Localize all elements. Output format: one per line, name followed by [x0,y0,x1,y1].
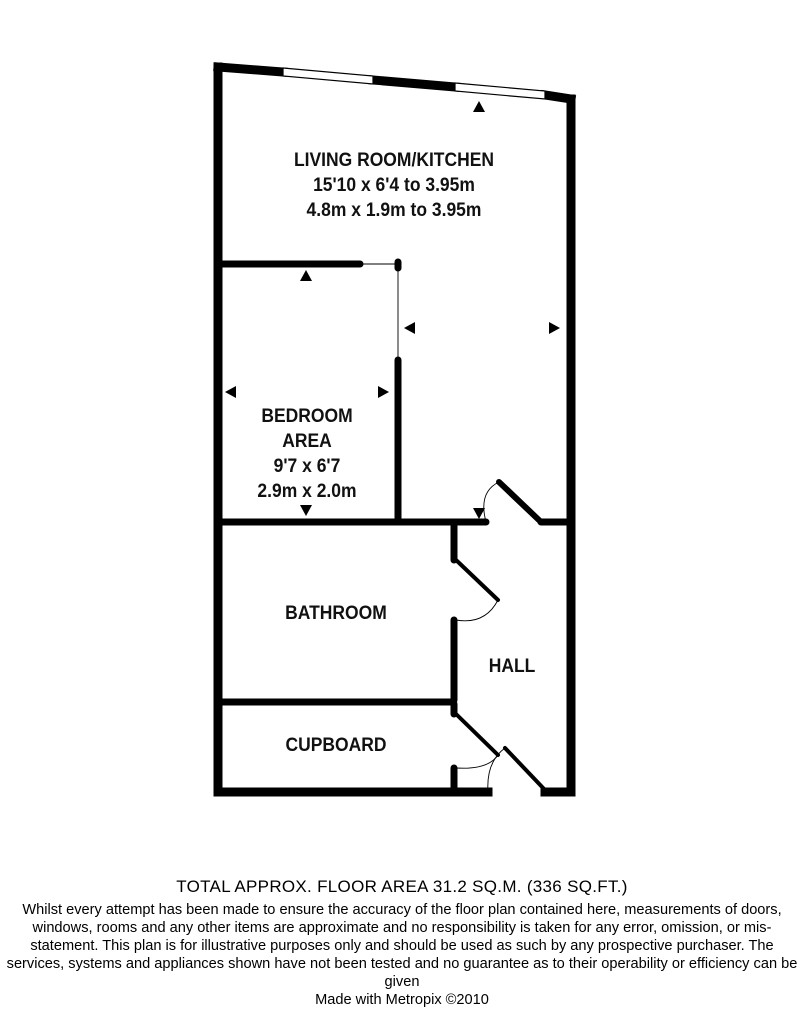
window-left [282,67,374,85]
bedroom-name-line1: BEDROOM [261,406,353,427]
interior-walls [218,258,571,794]
arrow-bedroom-bottom [300,505,312,516]
arrow-bedroom-left [225,386,236,398]
bedroom-imperial: 9'7 x 6'7 [273,456,341,477]
room-label-living: LIVING ROOM/KITCHEN 15'10 x 6'4 to 3.95m… [247,148,541,223]
room-label-hall: HALL [466,654,558,679]
hall-name: HALL [488,656,536,677]
bathroom-door-swing [455,599,499,622]
living-room-name: LIVING ROOM/KITCHEN [293,150,495,171]
top-wall-mid [368,75,460,92]
arrow-hall-top [473,508,485,519]
dimension-arrows [225,101,560,519]
windows [282,67,546,100]
disclaimer-text: Whilst every attempt has been made to en… [6,902,798,990]
arrow-bedroom-top [300,270,312,281]
living-room-metric: 4.8m x 1.9m to 3.95m [306,200,482,221]
room-label-bedroom: BEDROOM AREA 9'7 x 6'7 2.9m x 2.0m [229,404,385,504]
cupboard-door-swing [455,754,499,769]
hall-entry-door-swing [483,481,500,523]
bedroom-name-line2: AREA [282,431,332,452]
front-door-swing [487,747,506,793]
room-label-cupboard: CUPBOARD [244,733,428,758]
bedroom-metric: 2.9m x 2.0m [257,481,357,502]
cupboard-door-leaf [454,712,500,757]
made-with-credit: Made with Metropix ©2010 [315,992,489,1008]
arrow-living-left [404,322,415,334]
doors [360,263,547,793]
room-label-bathroom: BATHROOM [244,601,428,626]
bathroom-name: BATHROOM [285,603,387,624]
top-wall-left [213,62,288,77]
living-room-imperial: 15'10 x 6'4 to 3.95m [313,175,475,196]
hall-entry-door-leaf [496,479,544,525]
window-right [454,82,546,100]
plan-footer: TOTAL APPROX. FLOOR AREA 31.2 SQ.M. (336… [0,876,804,1009]
outer-walls [213,62,577,797]
top-wall-right [539,89,577,105]
cupboard-name: CUPBOARD [285,735,387,756]
bathroom-door-leaf [454,558,500,602]
front-door-leaf [503,746,547,792]
arrow-bedroom-right [378,386,389,398]
arrow-living-top [473,101,485,112]
floor-plan [213,62,577,797]
arrow-living-right [549,322,560,334]
total-floor-area: TOTAL APPROX. FLOOR AREA 31.2 SQ.M. (336… [176,877,628,896]
